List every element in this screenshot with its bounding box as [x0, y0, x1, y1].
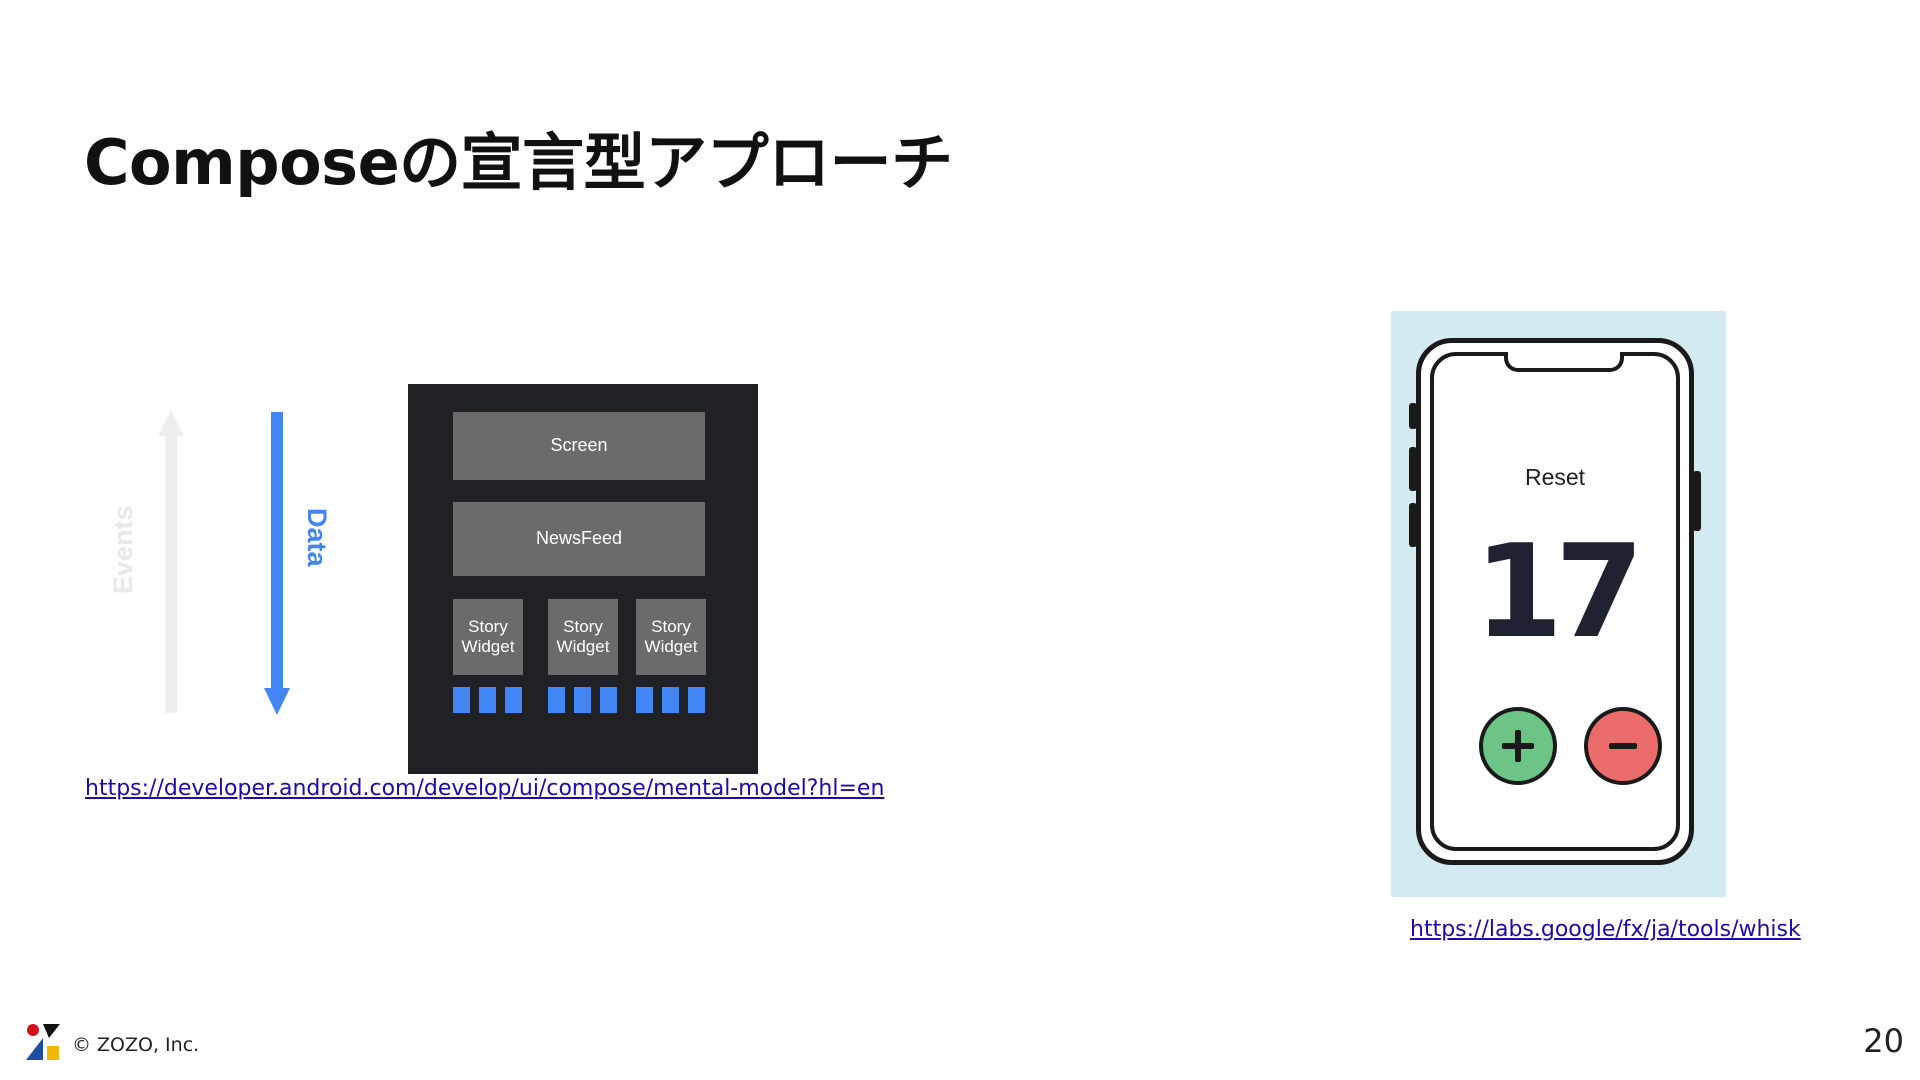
phone-side-button [1693, 471, 1701, 531]
slide-title: Composeの宣言型アプローチ [84, 126, 953, 199]
phone-side-button [1409, 447, 1417, 491]
phone-illustration: Reset 17 [1391, 311, 1726, 897]
leaf-node [479, 687, 496, 713]
reset-label: Reset [1524, 464, 1586, 490]
leaf-node [505, 687, 522, 713]
phone-body: Reset 17 [1409, 338, 1701, 865]
zozo-logo-icon [26, 1024, 60, 1060]
events-label: Events [108, 505, 138, 594]
data-label: Data [302, 508, 332, 567]
phone-notch [1504, 352, 1624, 372]
phone-screen: Reset 17 [1430, 352, 1680, 851]
plus-icon [1502, 730, 1534, 762]
leaf-node [688, 687, 705, 713]
leaf-node [453, 687, 470, 713]
leaf-node [574, 687, 591, 713]
minus-icon [1609, 743, 1637, 749]
screen-node: Screen [453, 412, 705, 480]
events-arrow-icon [158, 410, 184, 713]
whisk-link[interactable]: https://labs.google/fx/ja/tools/whisk [1410, 917, 1801, 942]
decrement-button [1584, 707, 1662, 785]
copyright-text: © ZOZO, Inc. [72, 1034, 200, 1056]
story-widget-node: Story Widget [548, 599, 618, 675]
phone-side-button [1409, 503, 1417, 547]
phone-side-button [1409, 403, 1417, 429]
leaf-node [548, 687, 565, 713]
leaf-node [636, 687, 653, 713]
counter-value: 17 [1473, 518, 1644, 667]
newsfeed-node: NewsFeed [453, 502, 705, 576]
compose-tree-diagram: Screen NewsFeed Story Widget Story Widge… [408, 384, 758, 774]
leaf-node [600, 687, 617, 713]
increment-button [1479, 707, 1557, 785]
page-number: 20 [1863, 1022, 1904, 1060]
leaf-node [662, 687, 679, 713]
android-docs-link[interactable]: https://developer.android.com/develop/ui… [85, 776, 885, 801]
story-widget-node: Story Widget [636, 599, 706, 675]
story-widget-node: Story Widget [453, 599, 523, 675]
data-arrow-icon [264, 412, 290, 715]
